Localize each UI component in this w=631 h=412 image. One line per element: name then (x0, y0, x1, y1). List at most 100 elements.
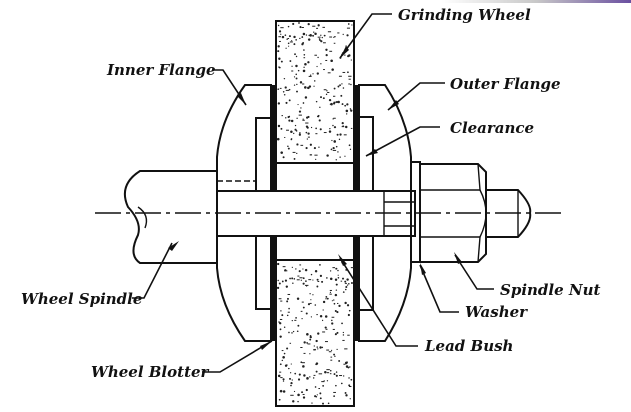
abrasive-grain (288, 119, 291, 122)
abrasive-grain (320, 96, 322, 99)
abrasive-grain (295, 268, 297, 270)
abrasive-grain (302, 282, 305, 285)
abrasive-grain (329, 293, 332, 295)
abrasive-grain (347, 313, 350, 317)
abrasive-grain (318, 373, 323, 375)
abrasive-grain (317, 36, 321, 38)
abrasive-grain (292, 22, 295, 26)
abrasive-grain (313, 348, 315, 351)
abrasive-grain (282, 390, 286, 393)
abrasive-grain (329, 270, 332, 272)
abrasive-grain (309, 338, 312, 341)
abrasive-grain (289, 342, 292, 344)
abrasive-grain (345, 286, 348, 289)
abrasive-grain (344, 280, 347, 283)
abrasive-grain (302, 365, 305, 368)
abrasive-grain (302, 102, 305, 104)
abrasive-grain (341, 103, 344, 106)
abrasive-grain (288, 35, 291, 38)
abrasive-grain (330, 359, 333, 361)
abrasive-grain (340, 94, 343, 97)
abrasive-grain (320, 40, 323, 43)
abrasive-grain (287, 145, 289, 148)
abrasive-grain (290, 130, 293, 134)
abrasive-grain (296, 297, 300, 301)
lead-bush-lower (275, 235, 355, 261)
abrasive-grain (300, 144, 304, 146)
abrasive-grain (290, 394, 294, 396)
abrasive-grain (300, 361, 303, 364)
abrasive-grain (308, 279, 312, 281)
abrasive-grain (308, 75, 312, 77)
abrasive-grain (322, 402, 324, 405)
abrasive-grain (305, 146, 308, 150)
abrasive-grain (297, 103, 299, 106)
abrasive-grain (299, 132, 301, 134)
lead-bush-upper (275, 162, 355, 192)
abrasive-grain (334, 333, 337, 336)
abrasive-grain (286, 129, 289, 131)
abrasive-grain (337, 274, 339, 276)
abrasive-grain (310, 299, 312, 301)
abrasive-grain (292, 400, 295, 403)
abrasive-grain (333, 36, 336, 38)
abrasive-grain (305, 312, 308, 315)
abrasive-grain (302, 69, 306, 73)
abrasive-grain (303, 374, 306, 377)
abrasive-grain (279, 87, 282, 89)
abrasive-grain (285, 47, 287, 49)
abrasive-grain (302, 393, 305, 395)
abrasive-grain (314, 304, 317, 306)
abrasive-grain (348, 282, 350, 285)
abrasive-grain (324, 315, 328, 318)
abrasive-grain (291, 319, 293, 322)
abrasive-grain (346, 304, 350, 307)
abrasive-grain (341, 322, 343, 325)
abrasive-grain (290, 384, 292, 387)
abrasive-grain (337, 269, 339, 272)
abrasive-grain (279, 371, 282, 373)
abrasive-grain (294, 128, 297, 131)
abrasive-grain (293, 76, 296, 78)
abrasive-grain (333, 140, 337, 143)
abrasive-grain (315, 370, 318, 373)
abrasive-grain (315, 133, 318, 135)
abrasive-grain (286, 38, 288, 40)
abrasive-grain (276, 286, 280, 290)
abrasive-grain (299, 81, 303, 84)
abrasive-grain (329, 291, 332, 293)
abrasive-grain (291, 65, 293, 67)
abrasive-grain (321, 381, 325, 383)
abrasive-grain (280, 151, 283, 154)
abrasive-grain (284, 86, 287, 89)
abrasive-grain (338, 304, 341, 307)
abrasive-grain (277, 262, 280, 266)
abrasive-grain (295, 77, 298, 80)
abrasive-grain (277, 279, 279, 282)
abrasive-grain (322, 42, 326, 44)
abrasive-grain (307, 343, 311, 345)
abrasive-grain (325, 93, 328, 96)
abrasive-grain (282, 380, 285, 382)
abrasive-grain (295, 317, 297, 319)
inner-flange-lower (216, 235, 272, 342)
abrasive-grain (298, 110, 302, 113)
abrasive-grain (290, 138, 293, 141)
abrasive-grain (335, 145, 338, 148)
abrasive-grain (302, 119, 305, 121)
abrasive-grain (280, 127, 283, 130)
abrasive-grain (307, 303, 311, 306)
abrasive-grain (280, 27, 284, 29)
wheel-blotter-inner-upper (271, 85, 276, 191)
abrasive-grain (297, 275, 300, 277)
abrasive-grain (300, 107, 302, 109)
abrasive-grain (337, 100, 340, 104)
abrasive-grain (282, 156, 285, 159)
abrasive-grain (296, 117, 298, 119)
abrasive-grain (350, 59, 352, 61)
abrasive-grain (340, 280, 343, 282)
abrasive-grain (313, 345, 315, 347)
abrasive-grain (284, 34, 287, 36)
abrasive-grain (301, 26, 304, 28)
abrasive-grain (285, 89, 289, 91)
